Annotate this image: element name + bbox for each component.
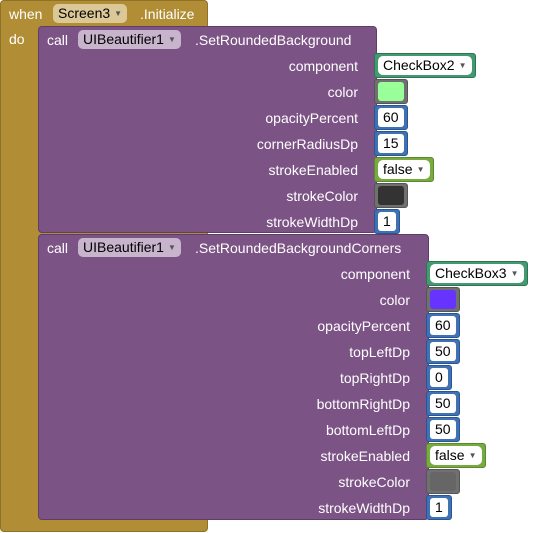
uibeautifier-component-dropdown[interactable]: UIBeautifier1 ▼ [78,238,181,257]
color-swatch[interactable] [378,186,404,205]
number-block-bottom-right[interactable]: 50 [426,391,460,416]
boolean-dropdown[interactable]: false ▼ [430,446,482,465]
param-label-opacity: opacityPercent [317,318,410,334]
number-field[interactable]: 1 [430,498,448,517]
number-field[interactable]: 50 [430,342,456,361]
param-label-bottom-left: bottomLeftDp [325,422,410,438]
when-keyword: when [9,6,43,22]
param-label-color: color [327,84,358,100]
param-label-opacity: opacityPercent [265,110,358,126]
uibeautifier-label: UIBeautifier1 [83,239,164,255]
param-label-stroke-color: strokeColor [286,188,358,204]
param-label-top-left: topLeftDp [349,344,410,360]
number-block-stroke-width[interactable]: 1 [374,209,400,234]
number-field[interactable]: 60 [378,108,404,127]
boolean-block-stroke-enabled[interactable]: false ▼ [374,157,434,182]
method-name: .SetRoundedBackground [195,32,352,48]
chevron-down-icon: ▼ [416,165,425,174]
param-label-stroke-width: strokeWidthDp [266,214,358,230]
color-swatch[interactable] [430,472,456,491]
event-name: .Initialize [140,6,195,22]
param-label-component: component [340,266,410,282]
number-field[interactable]: 1 [378,212,396,231]
number-block-opacity[interactable]: 60 [374,105,408,130]
number-block-opacity[interactable]: 60 [426,313,460,338]
number-block-bottom-left[interactable]: 50 [426,417,460,442]
number-field[interactable]: 50 [430,420,456,439]
checkbox3-dropdown[interactable]: CheckBox3 ▼ [430,264,524,283]
param-label-stroke-enabled: strokeEnabled [320,448,410,464]
boolean-label: false [383,161,413,177]
number-block-top-left[interactable]: 50 [426,339,460,364]
method-name: .SetRoundedBackgroundCorners [195,240,402,256]
color-block-gray[interactable] [426,469,460,494]
checkbox2-component-block[interactable]: CheckBox2 ▼ [374,53,476,78]
do-keyword: do [9,31,25,47]
number-block-corner-radius[interactable]: 15 [374,131,408,156]
color-swatch[interactable] [378,82,404,101]
param-label-stroke-color: strokeColor [338,474,410,490]
color-swatch[interactable] [430,290,456,309]
color-block-dark-gray[interactable] [374,183,408,208]
screen-component-dropdown[interactable]: Screen3 ▼ [53,4,128,23]
param-label-stroke-width: strokeWidthDp [318,500,410,516]
chevron-down-icon: ▼ [510,269,519,278]
number-field[interactable]: 50 [430,394,456,413]
number-field[interactable]: 0 [430,368,448,387]
param-label-corner-radius: cornerRadiusDp [256,136,358,152]
call-keyword: call [47,32,69,48]
checkbox2-dropdown[interactable]: CheckBox2 ▼ [378,56,472,75]
number-field[interactable]: 15 [378,134,404,153]
checkbox2-label: CheckBox2 [383,57,455,73]
param-label-bottom-right: bottomRightDp [316,396,410,412]
chevron-down-icon: ▼ [468,451,477,460]
chevron-down-icon: ▼ [167,35,176,44]
checkbox3-component-block[interactable]: CheckBox3 ▼ [426,261,528,286]
color-block-light-green[interactable] [374,79,408,104]
boolean-dropdown[interactable]: false ▼ [378,160,430,179]
param-label-component: component [288,58,358,74]
call-keyword: call [47,240,69,256]
number-block-top-right[interactable]: 0 [426,365,452,390]
color-block-purple[interactable] [426,287,460,312]
chevron-down-icon: ▼ [114,9,123,18]
uibeautifier-component-dropdown[interactable]: UIBeautifier1 ▼ [78,30,181,49]
param-label-color: color [379,292,410,308]
boolean-block-stroke-enabled[interactable]: false ▼ [426,443,486,468]
param-label-top-right: topRightDp [339,370,410,386]
chevron-down-icon: ▼ [167,243,176,252]
param-label-stroke-enabled: strokeEnabled [268,162,358,178]
chevron-down-icon: ▼ [458,61,467,70]
uibeautifier-label: UIBeautifier1 [83,31,164,47]
checkbox3-label: CheckBox3 [435,265,507,281]
number-field[interactable]: 60 [430,316,456,335]
boolean-label: false [435,447,465,463]
number-block-stroke-width[interactable]: 1 [426,495,452,520]
set-rounded-background-corners-block[interactable] [38,234,429,520]
screen-component-label: Screen3 [58,5,111,21]
set-rounded-background-block[interactable] [38,26,377,233]
